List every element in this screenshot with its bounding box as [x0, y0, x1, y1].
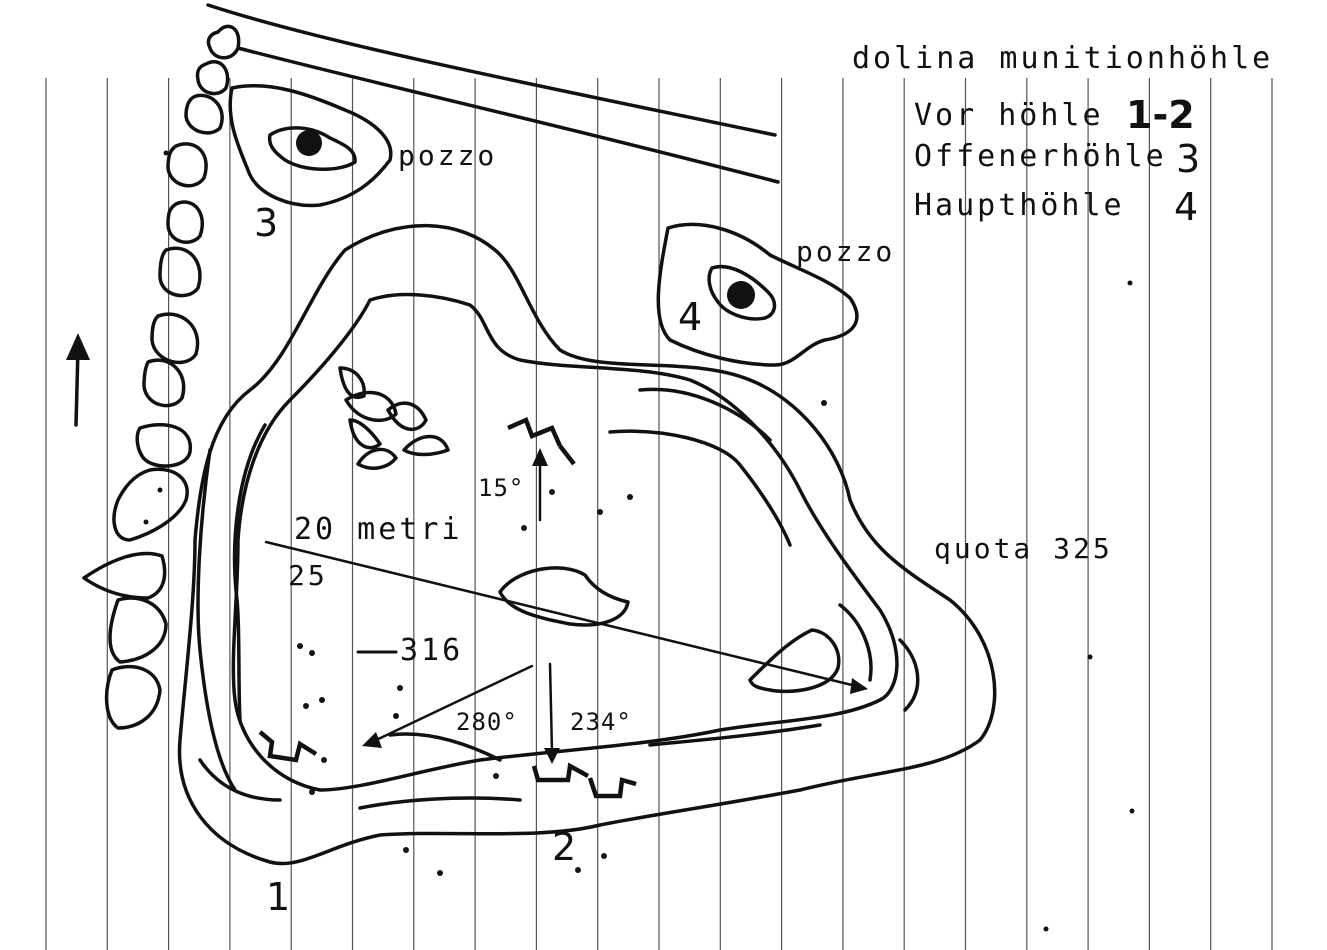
- boulder: [344, 390, 398, 422]
- legend-number-1: 1-2: [1126, 93, 1195, 137]
- survey-dot: [1087, 654, 1093, 660]
- boulder: [386, 401, 428, 431]
- survey-dot: [163, 150, 169, 156]
- survey-dot: [1127, 280, 1133, 286]
- pozzo-label-4: pozzo: [796, 235, 896, 268]
- survey-dot: [575, 867, 581, 873]
- number-3: 3: [254, 201, 279, 245]
- road-edge-upper: [206, 3, 777, 137]
- pit-icon: [296, 130, 322, 156]
- cave-entrance-icon: [507, 416, 576, 466]
- survey-dot: [521, 525, 527, 531]
- north-arrow-head: [66, 333, 90, 360]
- legend-name-3: Haupthöhle: [914, 188, 1125, 223]
- survey-dot: [309, 789, 315, 795]
- survey-dot: [821, 400, 827, 406]
- number-4: 4: [678, 295, 703, 339]
- pit-icon: [727, 281, 755, 309]
- contour-fragment: [838, 603, 873, 682]
- survey-dot: [627, 494, 633, 500]
- number-2: 2: [552, 825, 577, 869]
- survey-points: [143, 150, 1135, 932]
- boulder: [498, 566, 630, 627]
- contour-fragment: [898, 638, 920, 712]
- survey-dot: [297, 643, 303, 649]
- elevation-label: 316: [400, 633, 464, 668]
- boulder: [348, 418, 382, 450]
- contour-fragment: [358, 796, 522, 810]
- boulder: [338, 366, 366, 399]
- legend-name-2: Offenerhöhle: [914, 139, 1167, 174]
- number-1: 1: [266, 875, 291, 919]
- scale-value-label: 25: [288, 559, 328, 592]
- pit-4-outer: [656, 222, 859, 367]
- quota-label: quota 325: [934, 532, 1113, 565]
- cave-entrance-icon: [531, 762, 590, 783]
- bearing-280: [370, 664, 534, 744]
- survey-dot: [397, 685, 403, 691]
- survey-dot: [319, 697, 325, 703]
- doline-inner-contour: [231, 292, 899, 792]
- survey-dot: [1043, 926, 1049, 932]
- doline-outer-contour: [177, 223, 997, 866]
- survey-dot: [549, 489, 555, 495]
- contour-fragment: [196, 448, 237, 792]
- survey-dot: [437, 870, 443, 876]
- survey-dot: [601, 853, 607, 859]
- survey-dot: [309, 650, 315, 656]
- legend-number-3: 3: [1176, 137, 1201, 181]
- pit-4-inner: [707, 264, 777, 321]
- pozzo-label-3: pozzo: [398, 139, 498, 172]
- cave-entrance-icon: [587, 777, 637, 799]
- pit-3-outer: [228, 84, 393, 208]
- angle-label-15: 15°: [478, 474, 525, 502]
- legend-number-4: 4: [1174, 185, 1199, 229]
- contour-fragment: [198, 758, 282, 802]
- survey-dot: [1129, 808, 1135, 814]
- survey-dot: [493, 773, 499, 779]
- ruled-grid-lines: [45, 78, 1273, 950]
- bearing-234-head: [544, 748, 560, 764]
- survey-dot: [597, 509, 603, 515]
- road-edge-lower: [236, 46, 780, 184]
- bearing-234: [548, 662, 554, 754]
- contour-fragment: [388, 732, 502, 762]
- boulder: [402, 434, 450, 457]
- angle-label-234: 234°: [570, 708, 632, 736]
- north-arrow-icon: [74, 346, 80, 427]
- scale-label: 20 metri: [294, 512, 463, 547]
- survey-dot: [393, 713, 399, 719]
- distance-arrow-head: [850, 678, 868, 694]
- survey-dot: [143, 519, 149, 525]
- boulder: [356, 447, 398, 470]
- cave-entrance-icon: [258, 730, 318, 763]
- bearing-15-head: [532, 448, 548, 466]
- survey-dot: [157, 487, 163, 493]
- contour-fragment: [638, 387, 772, 442]
- pit-3-inner: [267, 126, 357, 171]
- contour-fragment: [608, 429, 792, 547]
- map-title: dolina munitionhöhle: [852, 41, 1274, 76]
- angle-label-280: 280°: [456, 708, 518, 736]
- boulder: [748, 628, 841, 694]
- bearing-280-head: [362, 732, 382, 748]
- contour-fragment: [232, 423, 267, 722]
- distance-line: [264, 540, 858, 688]
- survey-dot: [303, 703, 309, 709]
- stone-wall: [82, 24, 241, 730]
- survey-dot: [403, 847, 409, 853]
- contour-fragment: [648, 723, 822, 747]
- legend-name-1: Vor höhle: [914, 98, 1104, 133]
- survey-dot: [321, 757, 327, 763]
